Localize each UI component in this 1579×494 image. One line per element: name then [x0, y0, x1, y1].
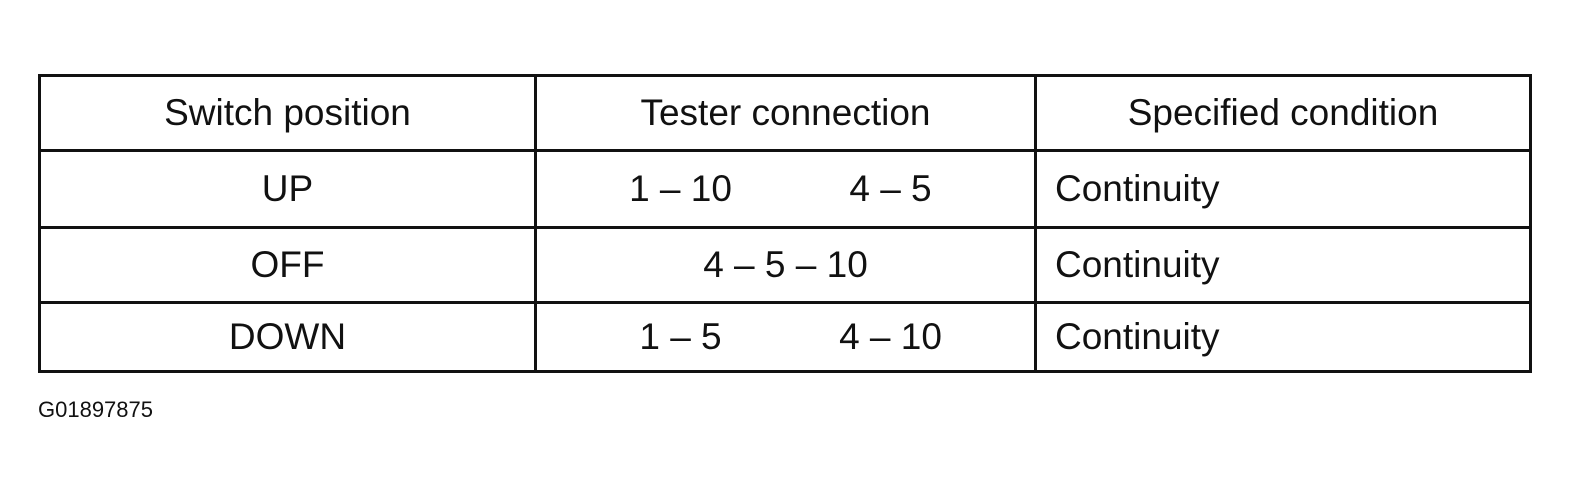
row-off-position: OFF — [41, 229, 537, 304]
row-off-condition: Continuity — [1037, 229, 1529, 304]
row-down-position: DOWN — [41, 304, 537, 370]
row-down-condition: Continuity — [1055, 316, 1220, 357]
row-up-condition: Continuity — [1037, 152, 1529, 229]
header-switch-position: Switch position — [41, 77, 537, 152]
header-specified-condition: Specified condition — [1037, 77, 1529, 152]
row-up-connection-b: 4 – 5 — [849, 168, 932, 209]
switch-continuity-table: Switch position Tester connection Specif… — [38, 74, 1532, 373]
row-up-connection: 1 – 10 4 – 5 — [537, 152, 1037, 229]
row-off-connection: 4 – 5 – 10 — [537, 229, 1037, 304]
row-down-connection: 1 – 5 4 – 10 — [537, 304, 1037, 370]
row-up-connection-a: 1 – 10 — [629, 168, 732, 209]
header-tester-connection: Tester connection — [537, 77, 1037, 152]
row-down-connection-b: 4 – 10 — [839, 316, 942, 357]
row-up-position: UP — [41, 152, 537, 229]
row-down-connection-a: 1 – 5 — [639, 316, 722, 357]
figure-id: G01897875 — [38, 397, 153, 422]
